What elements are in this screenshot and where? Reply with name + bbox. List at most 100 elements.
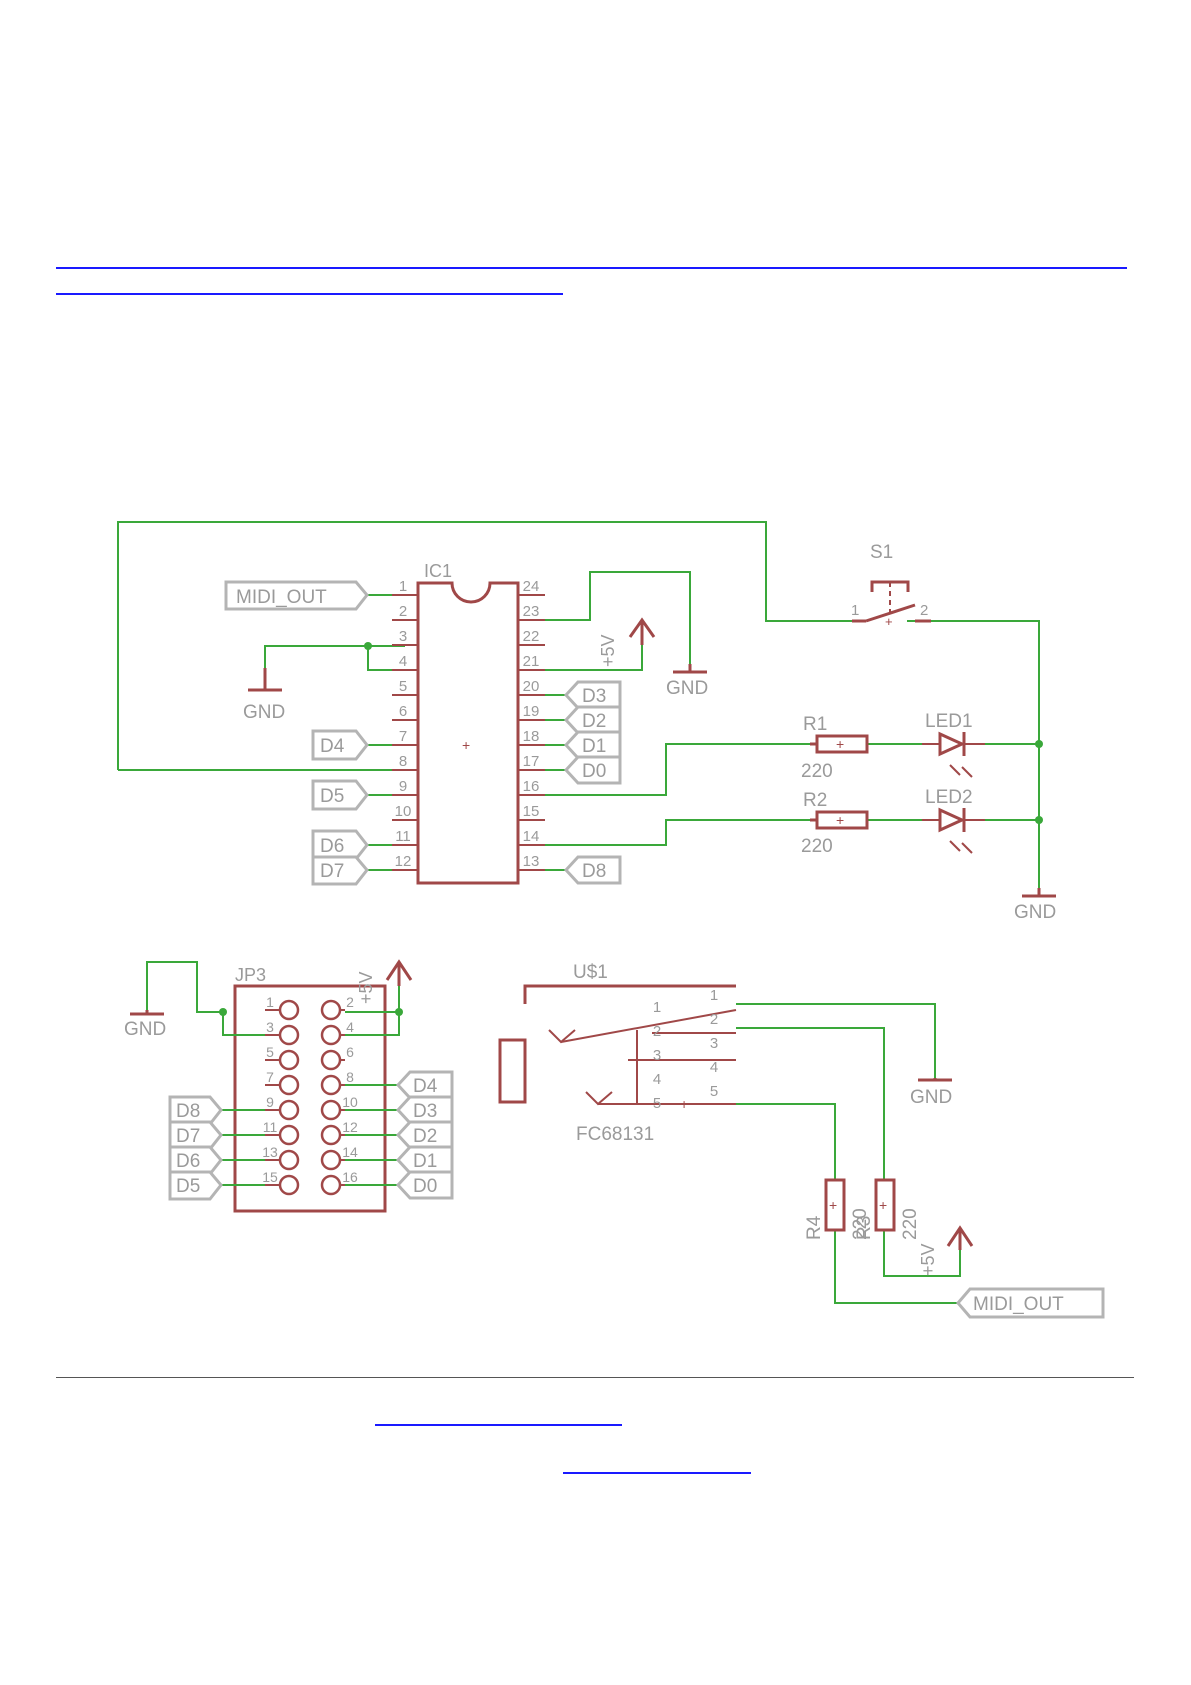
d8-label-jp3: D8 xyxy=(168,1095,223,1126)
svg-text:+: + xyxy=(829,1197,837,1213)
junction-dot xyxy=(219,1008,227,1016)
jp3-pin-number: 5 xyxy=(266,1044,274,1060)
u1-pin-number: 4 xyxy=(653,1071,661,1088)
d7-label-ic: D7 xyxy=(311,855,369,886)
ic1-pin-number: 21 xyxy=(523,653,540,670)
svg-text:D3: D3 xyxy=(582,686,606,707)
ic1-pin-number: 17 xyxy=(523,753,540,770)
ic1-pin-number: 23 xyxy=(523,603,540,620)
jp3-pin-number: 9 xyxy=(266,1094,274,1110)
r1-resistor: + R1 220 xyxy=(801,714,869,782)
svg-text:+: + xyxy=(885,614,893,629)
ic1-name: IC1 xyxy=(424,561,452,581)
plus5v-symbol-ic: +5V xyxy=(598,617,656,667)
d4-label-ic: D4 xyxy=(311,729,369,761)
jp3-pin-pad xyxy=(320,1099,342,1121)
d1-label-ic: D1 xyxy=(563,730,622,760)
d3-label-ic: D3 xyxy=(563,680,622,710)
plus5v-symbol-jp3: +5V xyxy=(356,959,413,1004)
svg-text:GND: GND xyxy=(243,702,285,723)
jp3-pin-pad xyxy=(278,1099,300,1121)
ic1-pin-number: 24 xyxy=(523,578,540,595)
ic1-pin-number: 3 xyxy=(399,628,407,645)
svg-text:2: 2 xyxy=(920,602,928,619)
d2-label-ic: D2 xyxy=(563,705,622,735)
jp3-pin-number: 3 xyxy=(266,1019,274,1035)
svg-text:D1: D1 xyxy=(413,1151,437,1172)
d6-label-ic: D6 xyxy=(311,829,369,861)
jp3-name: JP3 xyxy=(235,965,266,985)
jp3-pin-number: 16 xyxy=(342,1169,358,1185)
junction-dot xyxy=(364,642,372,650)
svg-text:D3: D3 xyxy=(413,1101,437,1122)
horizontal-rule xyxy=(56,1377,1134,1378)
svg-text:D0: D0 xyxy=(413,1176,437,1197)
svg-text:R2: R2 xyxy=(803,790,827,811)
svg-text:GND: GND xyxy=(910,1087,952,1108)
svg-text:1: 1 xyxy=(851,602,859,619)
svg-text:D8: D8 xyxy=(582,861,606,882)
plus5v-symbol-u1: +5V xyxy=(918,1225,974,1276)
jp3-pin-pad xyxy=(278,1174,300,1196)
junction-dot xyxy=(1035,816,1043,824)
jp3-pin-pad xyxy=(278,1074,300,1096)
jp3-wires xyxy=(146,961,400,1186)
jp3-pin-pad xyxy=(320,1149,342,1171)
jp3-pin-number: 1 xyxy=(266,994,274,1010)
top-link-underline-2[interactable] xyxy=(56,293,563,295)
jp3-pin-number: 15 xyxy=(262,1169,278,1185)
d0-label-jp3: D0 xyxy=(395,1170,454,1200)
svg-text:+5V: +5V xyxy=(918,1243,938,1276)
jp3-pin-number: 6 xyxy=(346,1044,354,1060)
svg-text:D2: D2 xyxy=(582,711,606,732)
bottom-link-underline-2[interactable] xyxy=(563,1472,751,1474)
ic1-pin-number: 16 xyxy=(523,778,540,795)
s1-name: S1 xyxy=(870,542,893,563)
d6-label-jp3: D6 xyxy=(168,1145,223,1176)
svg-text:R1: R1 xyxy=(803,714,827,735)
svg-text:GND: GND xyxy=(1014,902,1056,923)
gnd-symbol-jp3: GND xyxy=(124,1010,166,1040)
r4-resistor: + R4 220 xyxy=(804,1178,871,1240)
d5-label-ic: D5 xyxy=(311,779,369,811)
d8-label-ic: D8 xyxy=(563,855,622,885)
ic1-pin-number: 5 xyxy=(399,678,407,695)
jp3-pin-pad xyxy=(278,1149,300,1171)
jp3-pin-pad xyxy=(278,1049,300,1071)
jp3-pin-pad xyxy=(320,1074,342,1096)
ic1-pin-number: 9 xyxy=(399,778,407,795)
svg-text:+: + xyxy=(680,1096,688,1112)
jp3-pin-number: 14 xyxy=(342,1144,358,1160)
jp3-pin-pad xyxy=(320,1174,342,1196)
svg-text:MIDI_OUT: MIDI_OUT xyxy=(236,587,327,608)
svg-text:D2: D2 xyxy=(413,1126,437,1147)
jp3-pin-number: 7 xyxy=(266,1069,274,1085)
top-link-underline-1[interactable] xyxy=(56,267,1127,269)
junction-dot xyxy=(1035,740,1043,748)
svg-text:+5V: +5V xyxy=(356,971,376,1004)
jp3-pin-number: 4 xyxy=(346,1019,354,1035)
midi-out-label-bottom: MIDI_OUT xyxy=(956,1287,1105,1319)
u1-pin-number: 1 xyxy=(653,999,661,1016)
svg-text:220: 220 xyxy=(801,761,833,782)
u1-pin-number: 3 xyxy=(710,1035,718,1052)
jp3-pin-pad xyxy=(320,1124,342,1146)
gnd-symbol-right-rail: GND xyxy=(1014,888,1056,923)
jp3-pin-number: 12 xyxy=(342,1119,358,1135)
svg-text:D6: D6 xyxy=(176,1151,200,1172)
svg-text:D4: D4 xyxy=(413,1076,438,1097)
led2-diode: LED2 xyxy=(922,787,985,854)
svg-text:220: 220 xyxy=(801,836,833,857)
ic1-pin-number: 18 xyxy=(523,728,540,745)
r3-resistor: + R3 220 xyxy=(854,1178,921,1240)
u1-pin-number: 2 xyxy=(710,1011,718,1028)
bottom-link-underline-1[interactable] xyxy=(375,1424,622,1426)
d2-label-jp3: D2 xyxy=(395,1120,454,1150)
svg-text:D8: D8 xyxy=(176,1101,200,1122)
jp3-pin-pad xyxy=(320,1024,342,1046)
svg-text:+: + xyxy=(836,736,844,752)
d4-label-jp3: D4 xyxy=(395,1070,454,1100)
